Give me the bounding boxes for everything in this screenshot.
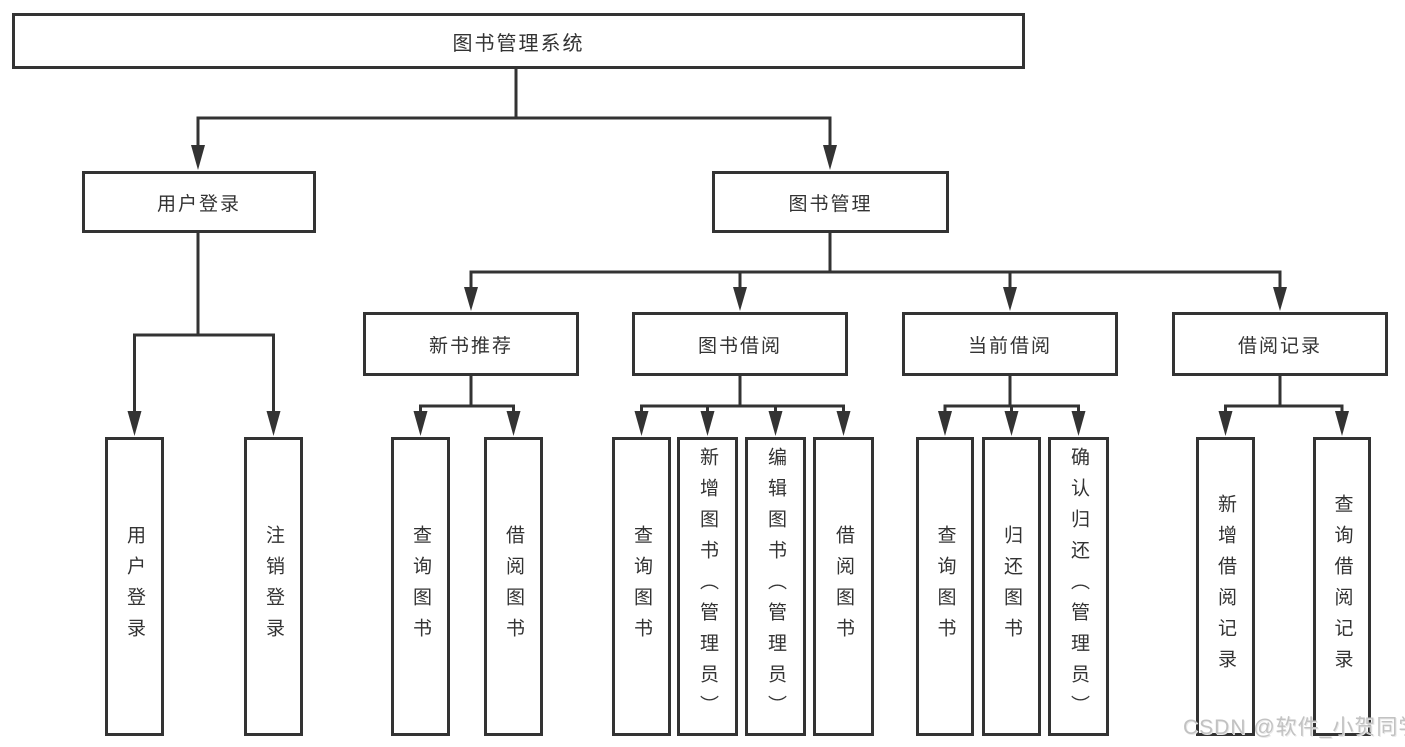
node-label: 查询借阅记录 [1331,493,1353,680]
node-label: 编辑图书（管理员） [765,447,786,726]
node-root-library-system: 图书管理系统 [12,13,1025,69]
node-label: 当前借阅 [967,335,1052,357]
leaf-query-books-recommend: 查询图书 [391,437,450,736]
connector-lines [133,68,1344,413]
arrowhead-down-icon [836,411,851,436]
arrowhead-down-icon [413,411,428,436]
arrowhead-down-icon [191,145,205,170]
leaf-borrow-books: 借阅图书 [813,437,874,736]
node-label: 查询图书 [934,524,956,649]
node-label: 图书管理系统 [452,32,585,55]
leaf-logout: 注销登录 [244,437,303,736]
connector-user-login-to-leaves [133,232,275,412]
connector-records-to-leaves [1224,376,1344,413]
node-borrowing-records: 借阅记录 [1172,312,1388,376]
node-label: 查询图书 [410,524,431,649]
node-book-management: 图书管理 [712,171,949,233]
node-label: 归还图书 [1001,524,1022,649]
arrowhead-down-icon [464,287,478,311]
leaf-user-login: 用户登录 [105,437,164,736]
leaf-query-borrow-record: 查询借阅记录 [1313,437,1371,736]
leaf-add-borrow-record: 新增借阅记录 [1196,437,1255,736]
node-label: 查询图书 [631,524,652,649]
node-label: 借阅图书 [503,524,524,649]
arrowhead-down-icon [1273,287,1287,311]
connector-current-to-leaves [943,376,1080,413]
arrowhead-down-icon [1004,411,1019,436]
arrowhead-down-icon [1335,411,1349,436]
node-new-book-recommend: 新书推荐 [363,312,579,376]
connector-book-mgmt-to-level3 [469,232,1282,288]
node-label: 新书推荐 [428,335,513,357]
leaf-query-books-current: 查询图书 [916,437,974,736]
arrowhead-down-icon [1071,411,1086,436]
arrowhead-down-icon [506,411,521,436]
node-label: 注销登录 [263,524,284,649]
node-label: 确认归还（管理员） [1068,447,1089,726]
connector-recommend-to-leaves [419,376,515,413]
node-user-login-group: 用户登录 [82,171,316,233]
arrowhead-down-icon [266,411,281,436]
arrowhead-down-icon [700,411,715,436]
connector-root-to-level2 [196,68,832,146]
node-label: 用户登录 [124,524,145,649]
leaf-query-books-borrow: 查询图书 [612,437,671,736]
arrowhead-down-icon [634,411,649,436]
csdn-watermark: CSDN @软件_小贺同学 [1183,716,1405,739]
node-label: 借阅记录 [1237,335,1322,357]
leaf-confirm-return-admin: 确认归还（管理员） [1048,437,1109,736]
arrowheads [127,145,1349,436]
arrowhead-down-icon [1218,411,1233,436]
arrowhead-down-icon [733,287,747,311]
leaf-return-books: 归还图书 [982,437,1041,736]
leaf-edit-books-admin: 编辑图书（管理员） [745,437,806,736]
node-label: 新增借阅记录 [1215,493,1236,680]
node-label: 图书管理 [788,193,873,215]
node-label: 新增图书（管理员） [697,447,718,726]
arrowhead-down-icon [938,411,952,436]
connector-borrow-to-leaves [640,376,845,413]
node-label: 借阅图书 [833,524,854,649]
arrowhead-down-icon [1003,287,1017,311]
node-book-borrowing: 图书借阅 [632,312,848,376]
leaf-borrow-books-recommend: 借阅图书 [484,437,543,736]
arrowhead-down-icon [823,145,837,170]
node-label: 图书借阅 [697,335,782,357]
leaf-add-books-admin: 新增图书（管理员） [677,437,738,736]
arrowhead-down-icon [127,411,142,436]
node-current-borrowing: 当前借阅 [902,312,1118,376]
arrowhead-down-icon [768,411,783,436]
node-label: 用户登录 [156,193,241,215]
